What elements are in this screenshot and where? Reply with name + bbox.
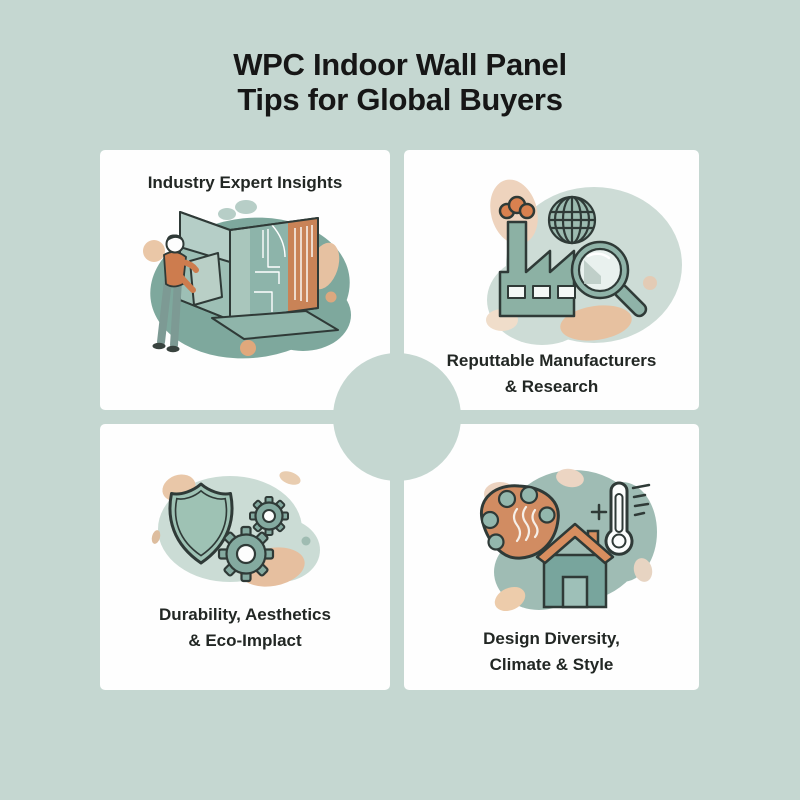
palette-icon <box>479 484 560 560</box>
title-line-2: Tips for Global Buyers <box>237 81 563 117</box>
card-design-diversity-climate-style: Design Diversity, Climate & Style <box>404 424 699 690</box>
thermometer-icon <box>590 481 651 556</box>
smoke-icon <box>498 195 536 220</box>
palette-house-thermometer-illustration <box>479 468 657 612</box>
person-icon <box>152 234 223 353</box>
center-circle-decoration <box>333 353 461 481</box>
page-title: WPC Indoor Wall Panel Tips for Global Bu… <box>0 47 800 117</box>
card-label: Industry Expert Insights <box>100 170 390 196</box>
card-label-line-1: Design Diversity, <box>483 629 620 648</box>
card-durability-aesthetics-eco: Durability, Aesthetics & Eco-Implact <box>100 424 390 690</box>
title-line-1: WPC Indoor Wall Panel <box>233 46 567 82</box>
gear-icon <box>217 525 275 583</box>
card-reputable-manufacturers-research: Reputtable Manufacturers & Research <box>404 150 699 410</box>
card-label: Design Diversity, Climate & Style <box>404 626 699 678</box>
sparkle-icon <box>590 503 608 521</box>
card-label-line-1: Reputtable Manufacturers <box>446 351 657 370</box>
card-label-line-1: Industry Expert Insights <box>147 173 343 192</box>
card-industry-expert-insights: Industry Expert Insights <box>100 150 390 410</box>
shield-and-gears-illustration <box>151 471 320 587</box>
shield-icon <box>168 482 234 565</box>
card-label-line-2: & Research <box>504 377 599 396</box>
card-label: Durability, Aesthetics & Eco-Implact <box>100 602 390 654</box>
gear-icon <box>249 496 289 536</box>
card-label-line-2: Climate & Style <box>489 655 614 674</box>
factory-globe-magnifier-illustration <box>486 179 682 345</box>
heat-dashes <box>631 483 651 517</box>
card-label-line-1: Durability, Aesthetics <box>159 605 331 624</box>
expert-wall-panel-illustration <box>143 200 351 359</box>
card-label: Reputtable Manufacturers & Research <box>404 348 699 400</box>
house-icon <box>535 522 615 609</box>
card-label-line-2: & Eco-Implact <box>188 631 302 650</box>
factory-icon <box>498 195 576 318</box>
floor-rug <box>211 310 339 340</box>
magnifier-icon <box>570 240 648 318</box>
globe-icon <box>547 195 597 245</box>
